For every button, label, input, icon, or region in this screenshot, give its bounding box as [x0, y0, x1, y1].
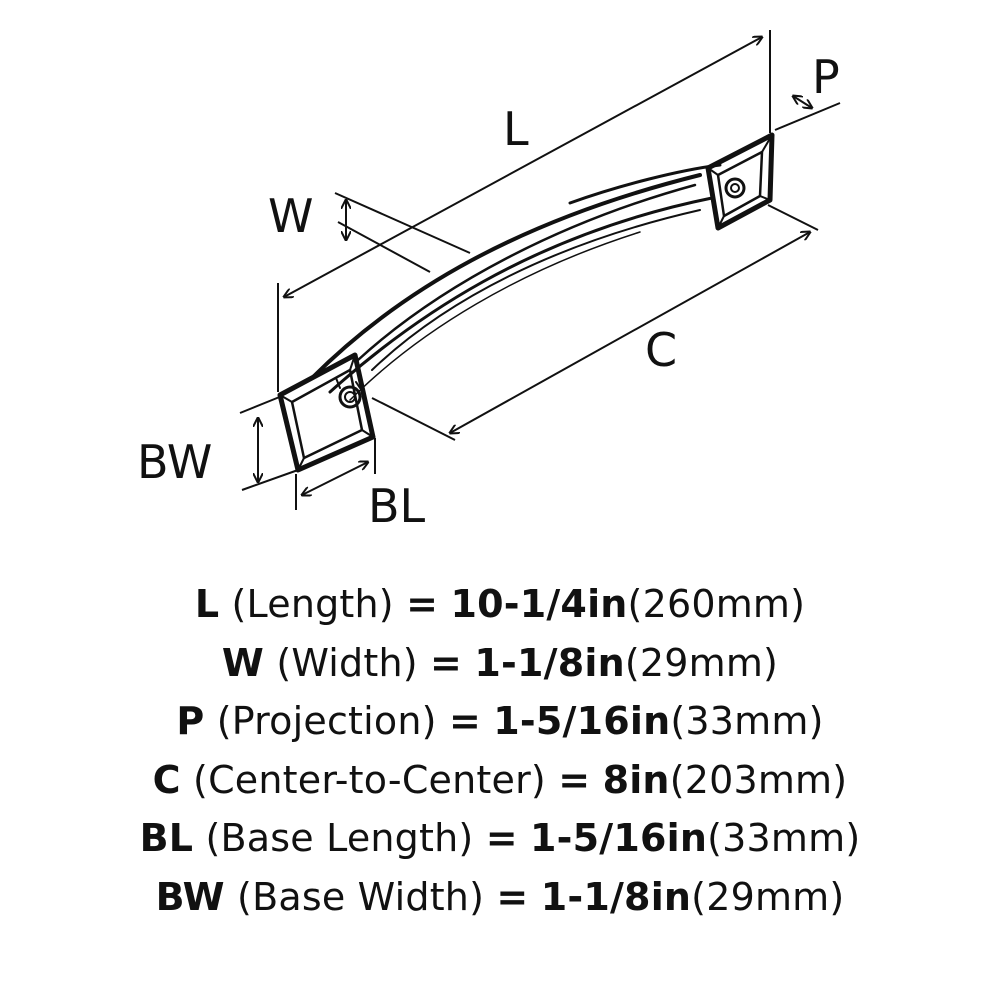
- spec-equals: =: [430, 640, 463, 685]
- spec-abbr: C: [152, 757, 181, 802]
- width-extension-bottom: [337, 221, 431, 273]
- spec-row-center-to-center: C (Center-to-Center) = 8in(203mm): [0, 751, 1000, 810]
- spec-metric: (29mm): [691, 874, 845, 919]
- center-dimension-line: [450, 232, 810, 433]
- spec-row-base-length: BL (Base Length) = 1-5/16in(33mm): [0, 809, 1000, 868]
- spec-row-width: W (Width) = 1-1/8in(29mm): [0, 634, 1000, 693]
- spec-abbr: BW: [155, 874, 225, 919]
- spec-name: (Base Width): [237, 874, 485, 919]
- spec-equals: =: [496, 874, 529, 919]
- dimension-label-C: C: [645, 323, 677, 377]
- dimension-lines: [239, 30, 841, 510]
- projection-dimension-line: [793, 96, 812, 108]
- spec-abbr: L: [194, 582, 220, 626]
- spec-metric: (203mm): [669, 757, 848, 802]
- spec-imperial: 8in: [602, 757, 670, 802]
- dimension-label-BW: BW: [137, 435, 212, 489]
- spec-abbr: P: [176, 699, 205, 743]
- dimension-label-P: P: [812, 50, 840, 104]
- spec-imperial: 1-1/8in: [540, 874, 692, 919]
- dimension-label-L: L: [503, 102, 529, 156]
- dimension-label-BL: BL: [368, 479, 426, 533]
- length-dimension-line: [284, 37, 762, 297]
- base-width-extension-top: [239, 395, 283, 414]
- spec-row-base-width: BW (Base Width) = 1-1/8in(29mm): [0, 868, 1000, 927]
- spec-row-projection: P (Projection) = 1-5/16in(33mm): [0, 692, 1000, 751]
- spec-metric: (260mm): [627, 582, 806, 626]
- spec-metric: (33mm): [670, 699, 824, 743]
- spec-equals: =: [558, 757, 591, 802]
- spec-name: (Center-to-Center): [193, 757, 546, 802]
- spec-row-length: L (Length) = 10-1/4in(260mm): [0, 575, 1000, 634]
- spec-name: (Length): [231, 582, 394, 626]
- width-extension-top: [334, 192, 471, 254]
- spec-imperial: 10-1/4in: [450, 582, 628, 626]
- spec-metric: (29mm): [624, 640, 779, 685]
- spec-abbr: W: [221, 640, 265, 685]
- center-extension-right: [767, 204, 819, 231]
- handle-dimension-diagram: L P W C BW BL: [137, 30, 841, 533]
- base-length-dimension-line: [302, 462, 368, 495]
- spec-equals: =: [406, 582, 439, 626]
- spec-name: (Width): [276, 640, 418, 685]
- spec-name: (Projection): [216, 699, 437, 743]
- spec-abbr: BL: [139, 816, 194, 860]
- dimension-specification-list: L (Length) = 10-1/4in(260mm) W (Width) =…: [0, 575, 1000, 926]
- spec-equals: =: [448, 699, 481, 743]
- spec-metric: (33mm): [707, 816, 861, 860]
- dimension-label-W: W: [268, 189, 313, 243]
- spec-name: (Base Length): [205, 816, 474, 860]
- spec-equals: =: [485, 816, 518, 860]
- center-extension-left: [371, 397, 456, 441]
- cabinet-pull-handle: [277, 132, 775, 473]
- base-width-extension-bottom: [241, 469, 299, 491]
- spec-imperial: 1-5/16in: [493, 699, 671, 743]
- spec-imperial: 1-1/8in: [474, 640, 625, 685]
- spec-imperial: 1-5/16in: [530, 816, 708, 860]
